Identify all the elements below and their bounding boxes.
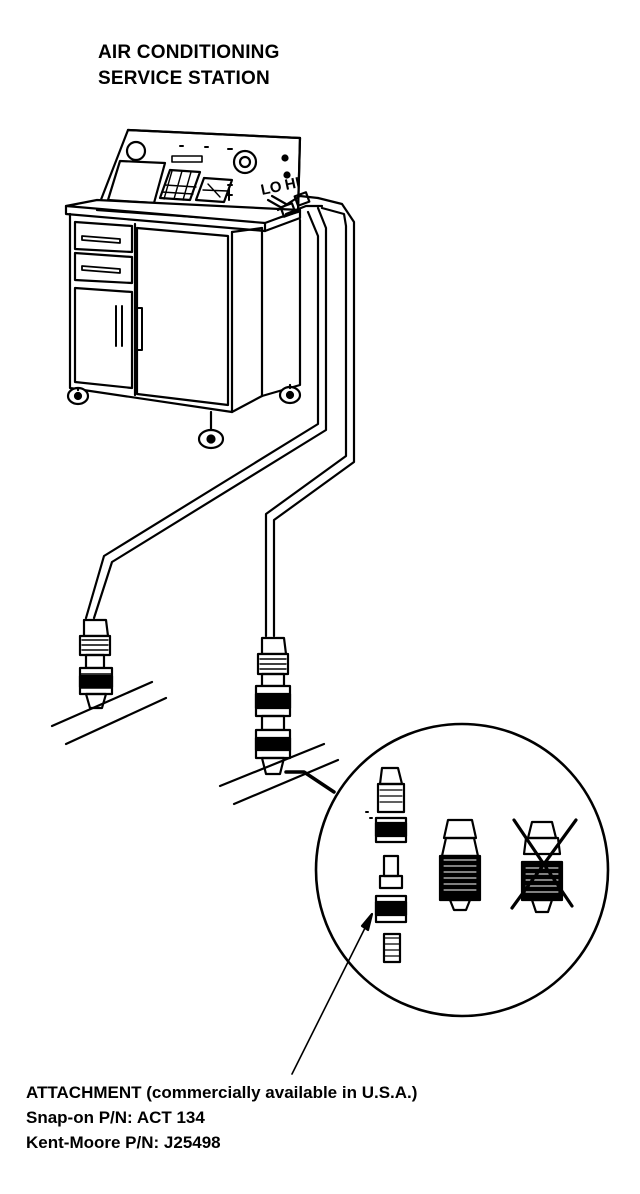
cross-out-mark <box>510 818 578 910</box>
port-label-lo: LO <box>259 178 283 199</box>
attachment-note: (commercially available in U.S.A.) <box>146 1083 418 1102</box>
high-side-hose <box>264 196 356 638</box>
high-side-coupler <box>254 636 292 776</box>
caption-line-3: Kent-Moore P/N: J25498 <box>26 1130 417 1155</box>
kentmoore-label: Kent-Moore P/N: <box>26 1133 160 1152</box>
low-side-pipe <box>50 680 168 746</box>
detail-circle <box>314 722 610 1018</box>
high-side-pipe <box>218 742 340 806</box>
drawer-2 <box>73 251 134 285</box>
door-right <box>135 226 230 407</box>
drawer-1 <box>73 220 134 254</box>
left-gauge <box>125 140 147 162</box>
lower-door-left <box>73 286 134 390</box>
low-side-coupler <box>78 618 114 710</box>
caption-line-2: Snap-on P/N: ACT 134 <box>26 1105 417 1130</box>
low-side-hose <box>84 206 328 620</box>
right-gauge <box>232 149 258 175</box>
caption-line-1: ATTACHMENT (commercially available in U.… <box>26 1080 417 1105</box>
drawer-1-handle <box>81 235 121 244</box>
service-station-cart <box>64 128 302 450</box>
title-line-2: SERVICE STATION <box>98 68 270 89</box>
port-label-hi: HI <box>283 174 301 194</box>
kentmoore-value: J25498 <box>163 1133 221 1152</box>
attachment-pointer <box>291 913 373 1075</box>
attachment-caption: ATTACHMENT (commercially available in U.… <box>26 1080 417 1155</box>
attachment-exploded-view <box>365 766 408 964</box>
correct-coupler <box>438 818 482 912</box>
snapon-value: ACT 134 <box>136 1108 205 1127</box>
drawer-2-handle <box>81 265 121 274</box>
zoom-leader <box>284 770 336 794</box>
keypad <box>158 168 202 202</box>
incorrect-coupler-crossed <box>510 818 578 914</box>
cabinet-body <box>68 212 234 414</box>
attachment-name: ATTACHMENT <box>26 1083 142 1102</box>
station-title: AIR CONDITIONING SERVICE STATION <box>98 40 280 92</box>
snapon-label: Snap-on P/N: <box>26 1108 133 1127</box>
title-line-1: AIR CONDITIONING <box>98 42 280 63</box>
station-hose-ports <box>266 191 324 218</box>
